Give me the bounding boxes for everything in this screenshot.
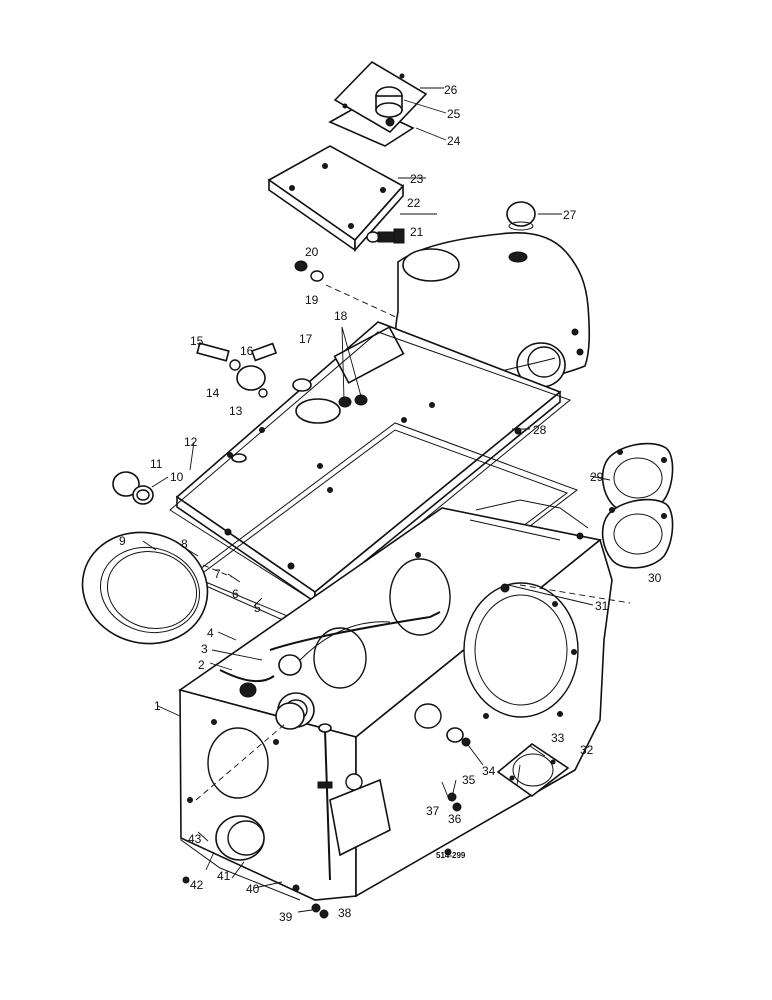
drawing-reference: 514-299: [436, 851, 466, 860]
callout-8: 8: [181, 537, 188, 551]
callout-24: 24: [447, 134, 461, 148]
callout-17: 17: [299, 332, 313, 346]
callout-5: 5: [254, 601, 261, 615]
cover-plate-12: [175, 321, 562, 604]
callout-22: 22: [407, 196, 421, 210]
plug-10-11: [112, 471, 154, 505]
callout-35: 35: [462, 773, 476, 787]
main-housing: [178, 499, 613, 901]
pipe-assembly: [219, 611, 441, 698]
callout-39: 39: [279, 910, 293, 924]
callout-11: 11: [150, 457, 163, 471]
callout-19: 19: [305, 293, 319, 307]
callout-40: 40: [246, 882, 260, 896]
callout-3: 3: [201, 642, 208, 656]
dipstick-40: [317, 723, 333, 881]
callout-15: 15: [190, 334, 204, 348]
plug-27: [506, 201, 536, 231]
callout-12: 12: [184, 435, 198, 449]
plate-32-33: [496, 743, 570, 797]
callout-27: 27: [563, 208, 577, 222]
small-fittings-upper: [294, 228, 405, 282]
callout-41: 41: [217, 869, 231, 883]
callout-28: 28: [533, 423, 547, 437]
callout-21: 21: [410, 225, 424, 239]
callout-36: 36: [448, 812, 462, 826]
leader-lines: [142, 87, 611, 913]
callout-34: 34: [482, 764, 496, 778]
callout-20: 20: [305, 245, 319, 259]
construction-lines: [195, 284, 631, 801]
callout-2: 2: [198, 658, 205, 672]
callout-9: 9: [119, 534, 126, 548]
callout-labels: 1 2 3 4 5 6 7 8 9 10 11 12 13 14 15 16 1…: [119, 83, 662, 924]
pipe-fittings-13-16: [196, 342, 312, 398]
callout-16: 16: [240, 344, 254, 358]
callout-29: 29: [590, 470, 604, 484]
callout-14: 14: [206, 386, 220, 400]
callout-1: 1: [154, 699, 161, 713]
callout-42: 42: [190, 878, 204, 892]
callout-31: 31: [595, 599, 609, 613]
callout-18: 18: [334, 309, 348, 323]
cover-plate-assembly: [267, 60, 428, 253]
callout-4: 4: [207, 626, 214, 640]
callout-25: 25: [447, 107, 461, 121]
callout-26: 26: [444, 83, 458, 97]
callout-23: 23: [410, 172, 424, 186]
gasket-ring-8-9: [81, 531, 209, 645]
side-plates-29-30: [601, 442, 674, 569]
callout-7: 7: [214, 567, 221, 581]
callout-37: 37: [426, 804, 440, 818]
small-fittings-lower: [311, 727, 471, 919]
callout-43: 43: [188, 832, 202, 846]
callout-6: 6: [232, 587, 239, 601]
callout-13: 13: [229, 404, 243, 418]
plug-43: [275, 702, 305, 730]
callout-38: 38: [338, 906, 352, 920]
callout-32: 32: [580, 743, 594, 757]
callout-10: 10: [170, 470, 184, 484]
callout-33: 33: [551, 731, 565, 745]
callout-30: 30: [648, 571, 662, 585]
